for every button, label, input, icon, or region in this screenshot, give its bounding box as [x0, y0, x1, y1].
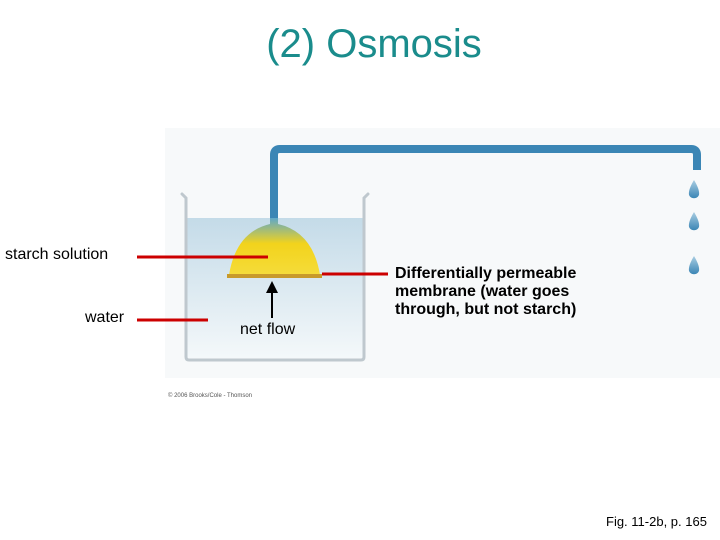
water-drop-2: [688, 212, 700, 231]
water-drop-1: [688, 180, 700, 199]
funnel-starch-solution: [229, 218, 320, 275]
membrane-label-line-3: through, but not starch): [395, 301, 577, 318]
figure-reference: Fig. 11-2b, p. 165: [606, 514, 707, 529]
membrane: [227, 274, 322, 278]
membrane-label-line-1: Differentially permeable: [395, 265, 577, 282]
water-label: water: [85, 309, 125, 326]
membrane-label: Differentially permeable membrane (water…: [395, 265, 625, 319]
starch-solution-label: starch solution: [5, 246, 109, 263]
tube: [270, 145, 701, 222]
net-flow-arrow-head: [266, 281, 278, 293]
beaker: [180, 192, 370, 362]
copyright-credit: © 2006 Brooks/Cole - Thomson: [168, 393, 253, 399]
membrane-label-line-2: membrane (water goes: [395, 283, 570, 300]
page-title: (2) Osmosis: [266, 22, 482, 66]
water-drop-3: [688, 256, 700, 275]
net-flow-label: net flow: [240, 321, 296, 338]
